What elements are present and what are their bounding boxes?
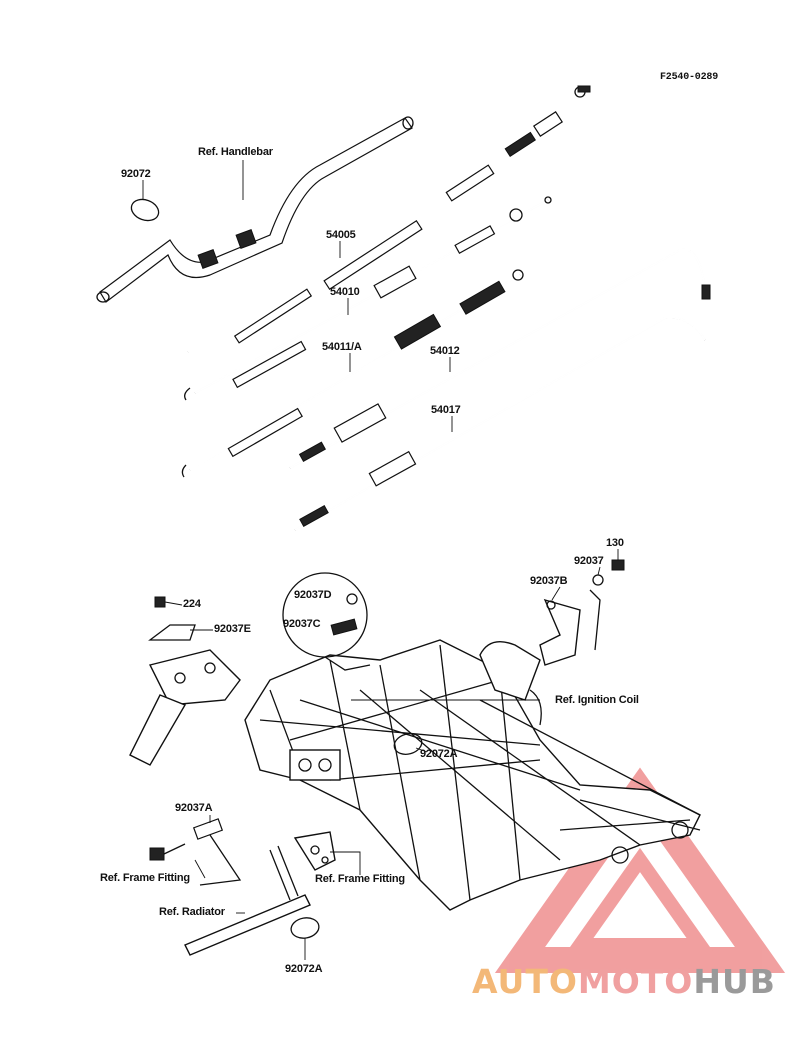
left-bracket: [129, 596, 241, 766]
ignition-coil: [479, 559, 625, 726]
label-92037c: 92037C: [283, 618, 321, 630]
watermark-logo-icon: [494, 767, 786, 973]
cable-54011a: [181, 269, 524, 478]
label-92037: 92037: [574, 555, 604, 567]
label-92072-top: 92072: [121, 168, 151, 180]
leader-lines: [142, 160, 619, 960]
label-ref-handlebar: Ref. Handlebar: [198, 146, 273, 158]
clamp-92072a-bottom: [290, 917, 320, 939]
label-ref-frame-fitting-right: Ref. Frame Fitting: [315, 873, 405, 885]
clamp-92072a-mid: [393, 733, 423, 755]
label-92037e: 92037E: [214, 623, 251, 635]
inset-detail-circle: [282, 572, 371, 671]
label-130: 130: [606, 537, 624, 549]
watermark-text: AUTOMOTOHUB: [472, 962, 776, 1001]
bottom-brackets: [149, 818, 336, 956]
label-54017: 54017: [431, 404, 461, 416]
watermark-moto: MOTO: [577, 962, 694, 1001]
label-ref-ignition-coil: Ref. Ignition Coil: [555, 694, 639, 706]
clamp-92072: [130, 198, 160, 222]
label-54005: 54005: [326, 229, 356, 241]
label-ref-frame-fitting-left: Ref. Frame Fitting: [100, 872, 190, 884]
vehicle-frame: [244, 639, 701, 911]
handlebar: [96, 116, 414, 303]
label-92037d: 92037D: [294, 589, 332, 601]
diagram-id-code: F2540-0289: [660, 72, 719, 83]
label-92072a-bottom: 92072A: [285, 963, 323, 975]
label-92037a: 92037A: [175, 802, 213, 814]
cable-54005: [187, 85, 591, 354]
cable-54010: [184, 196, 552, 401]
label-92037b: 92037B: [530, 575, 568, 587]
cable-54012: [289, 248, 711, 469]
label-ref-radiator: Ref. Radiator: [159, 906, 225, 918]
label-54010: 54010: [330, 286, 360, 298]
label-224: 224: [183, 598, 201, 610]
label-54011a: 54011/A: [322, 341, 362, 353]
watermark-hub: HUB: [693, 962, 776, 1001]
label-54012: 54012: [430, 345, 460, 357]
watermark-auto: AUTO: [472, 962, 578, 1001]
cable-54017: [294, 316, 706, 531]
label-92072a-mid: 92072A: [420, 748, 458, 760]
